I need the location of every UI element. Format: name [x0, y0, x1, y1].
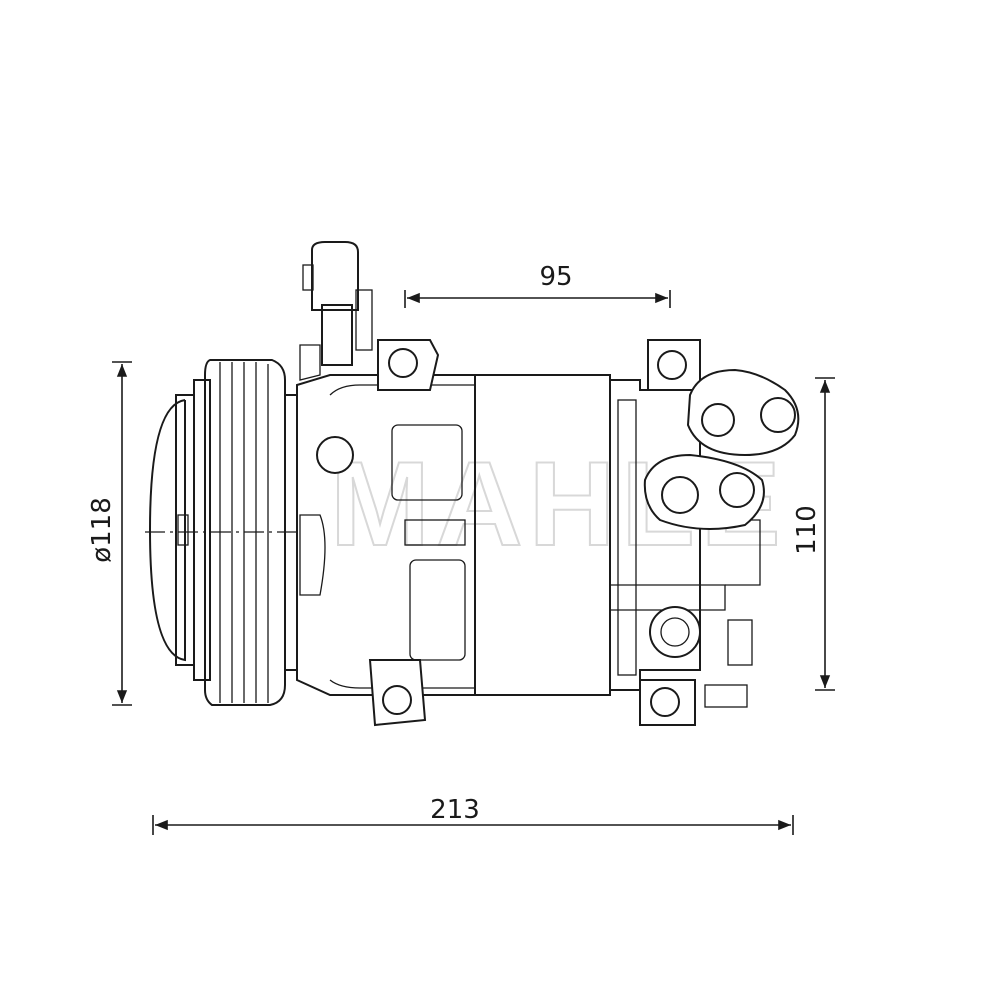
dimension-label-213: 213: [430, 795, 480, 825]
dimension-95: 95: [404, 262, 671, 308]
rear-head: [609, 368, 800, 708]
electrical-connector: [299, 241, 373, 381]
dimension-118: ø118: [87, 361, 132, 706]
dimension-label-95: 95: [539, 262, 572, 292]
pulley: [145, 359, 300, 706]
mounting-ears: [368, 339, 701, 727]
dimension-213: 213: [152, 795, 794, 835]
dimension-label-118: ø118: [87, 497, 117, 563]
dimension-label-110: 110: [792, 505, 822, 555]
dimension-110: 110: [792, 377, 835, 691]
